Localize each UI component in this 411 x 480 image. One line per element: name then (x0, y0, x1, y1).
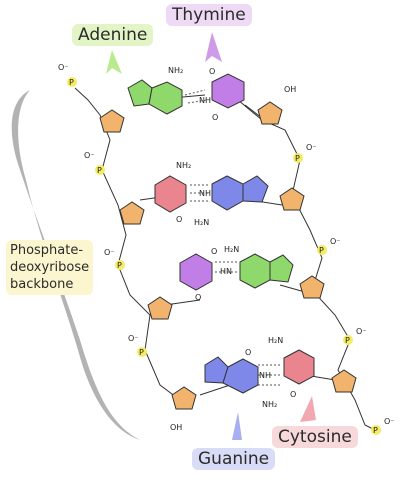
thymine-label: Thymine (166, 4, 252, 26)
oxygen-atom: O⁻ (84, 151, 95, 160)
adenine-label: Adenine (72, 24, 154, 46)
guanine-label: Guanine (192, 448, 276, 470)
oxygen-atom: O⁻ (104, 248, 115, 257)
oxygen-atom: O (212, 113, 218, 122)
guanine-base-2 (211, 175, 269, 211)
oxygen-atom: O⁻ (356, 327, 367, 336)
amine-group: H₂N (194, 218, 209, 227)
guanine-base-4 (204, 356, 259, 394)
oxygen-atom: O⁻ (58, 63, 69, 72)
cytosine-label: Cytosine (272, 426, 358, 448)
thymine-base-3 (179, 253, 213, 291)
callout-arrows (106, 32, 316, 440)
hydrogen-bonds (184, 89, 280, 386)
adenine-base-1 (127, 79, 183, 115)
sugars-right (257, 101, 357, 393)
amine-group: NH₂ (262, 400, 277, 409)
oxygen-atom: O⁻ (384, 417, 395, 426)
backbone-label-line: backbone (10, 277, 74, 292)
sugars-left (99, 109, 197, 410)
amine-group: H₂N (224, 245, 239, 254)
backbone-label: Phosphate- deoxyribose backbone (6, 240, 94, 295)
oxygen-atom: O (176, 215, 182, 224)
amine-group: NH₂ (168, 66, 183, 75)
oxygen-atom: O (211, 247, 217, 256)
adenine-base-3 (239, 253, 294, 289)
oxygen-atom: O (195, 293, 201, 302)
oxygen-atom: O⁻ (330, 237, 341, 246)
amine-group: H₂N (268, 336, 283, 345)
phosphorus-atom: P (319, 246, 324, 255)
oxygen-atom: O (209, 67, 215, 76)
oxygen-atom: O (245, 348, 251, 357)
phosphorus-atom: P (69, 78, 74, 87)
cytosine-base-2 (154, 175, 187, 213)
nitrogen-atom: NH (199, 96, 211, 105)
hydroxyl-group: OH (170, 423, 182, 432)
oxygen-atom: O⁻ (128, 334, 139, 343)
oxygen-atom: O⁻ (306, 143, 317, 152)
phosphorus-atom: P (295, 154, 300, 163)
thymine-base-1 (211, 73, 245, 109)
nitrogen-atom: NH (199, 189, 211, 198)
cytosine-base-4 (283, 349, 315, 385)
atom-labels: P P P P P P P P O⁻ O⁻ O⁻ O⁻ O⁻ O⁻ O⁻ O⁻ … (58, 63, 395, 435)
phosphorus-atom: P (345, 336, 350, 345)
backbone-label-line: Phosphate- (10, 243, 84, 258)
phosphorus-atom: P (97, 166, 102, 175)
phosphates (67, 77, 381, 435)
phosphorus-atom: P (373, 426, 378, 435)
hydroxyl-group: OH (284, 85, 296, 94)
phosphorus-atom: P (139, 348, 144, 357)
nitrogen-atom: NH (259, 371, 271, 380)
oxygen-atom: O (290, 390, 296, 399)
backbone-label-line: deoxyribose (10, 260, 90, 275)
amine-group: NH₂ (176, 161, 191, 170)
nitrogen-atom: HN (220, 267, 232, 276)
phosphorus-atom: P (117, 261, 122, 270)
